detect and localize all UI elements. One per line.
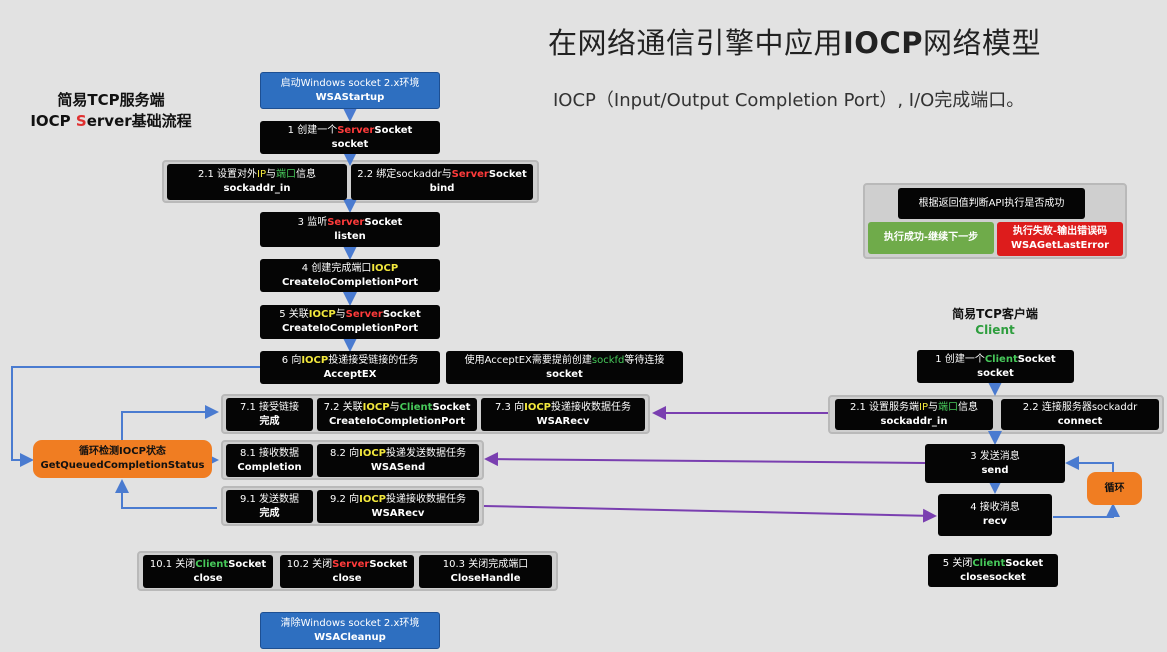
client-heading-line2: Client [975,323,1015,337]
client-loop-box: 循环 [1087,472,1142,505]
title-part1: 在网络通信引擎中应用 [548,26,844,60]
page-subtitle: IOCP（Input/Output Completion Port）, I/O完… [553,90,1025,111]
legend-question-box: 根据返回值判断API执行是否成功 [898,188,1085,219]
legend-success-box: 执行成功-继续下一步 [868,222,994,254]
arrow-c3-to-s8 [484,452,926,467]
arrow-loop-to-s7 [121,405,219,440]
arrow-c4-loop [1053,503,1120,518]
arrow-s6-to-loop [11,366,260,467]
server-heading: 简易TCP服务端 IOCP Server基础流程 [26,90,196,132]
arrow-s9-to-c4 [483,505,937,523]
step7-1-accept-complete-box: 7.1 接受链接完成 [226,398,313,431]
title-part2: 网络模型 [923,26,1042,60]
page-title: 在网络通信引擎中应用IOCP网络模型 [548,20,1041,62]
arrow-s9-to-loop [115,479,217,509]
client-heading: 简易TCP客户端 Client [930,306,1060,338]
client-heading-line1: 简易TCP客户端 [952,307,1038,321]
title-bold: IOCP [843,26,923,60]
server-heading-line2: IOCP Server基础流程 [30,112,192,130]
server-heading-line1: 简易TCP服务端 [57,91,165,109]
step9-1-send-complete-box: 9.1 发送数据完成 [226,490,313,523]
arrow-loop-c3 [1065,456,1114,472]
